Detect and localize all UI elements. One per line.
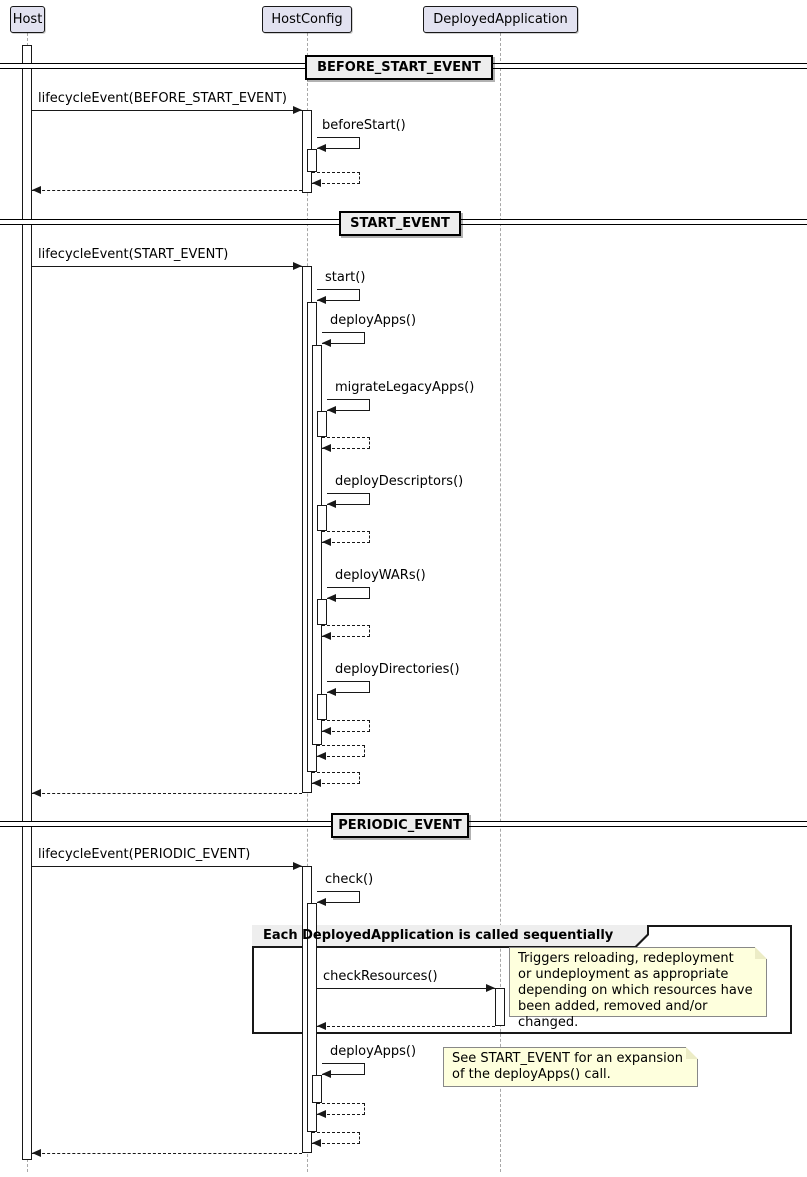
arrowhead-return-deployapps-periodic [317,1110,326,1118]
arrowhead-return-deploydirectories [322,727,331,735]
arrowhead-return-start [312,779,321,787]
return-line-before [32,190,302,191]
message-label-deployapps-periodic: deployApps() [330,1044,417,1059]
selfcall-deploywars [327,587,370,599]
activation-deployapps-periodic [312,1075,322,1103]
message-label-migratelegacyapps: migrateLegacyApps() [335,380,475,395]
message-line-lifecycle-start [32,266,302,267]
activation-host [22,45,32,1160]
message-label-deploydirectories: deployDirectories() [335,662,460,677]
activation-deploydirectories [317,694,327,720]
participant-host: Host [10,6,45,33]
activation-deploywars [317,599,327,625]
divider-before-start-event: BEFORE_START_EVENT [305,55,493,80]
message-label-deployapps: deployApps() [330,313,417,328]
selfreturn-deploywars [322,625,370,637]
arrowhead-beforestart [317,144,326,152]
arrowhead-lifecycle-start [293,262,302,270]
arrowhead-return-migratelegacyapps [322,444,331,452]
selfreturn-deployapps [317,745,365,757]
message-line-lifecycle-periodic [32,866,302,867]
activation-beforestart [307,149,317,172]
selfcall-beforestart [317,137,360,149]
message-label-check: check() [325,872,374,887]
arrowhead-return-checkresources [317,1022,326,1030]
selfreturn-beforestart [312,172,360,184]
activation-deploydescriptors [317,505,327,531]
selfcall-check [317,891,360,903]
activation-migratelegacyapps [317,411,327,437]
arrowhead-deployapps [322,339,331,347]
selfreturn-deploydirectories [322,720,370,732]
selfreturn-migratelegacyapps [322,437,370,449]
message-label-lifecycle-start: lifecycleEvent(START_EVENT) [38,247,229,262]
selfreturn-deploydescriptors [322,531,370,543]
arrowhead-check [317,898,326,906]
arrowhead-return-beforestart [312,179,321,187]
message-label-deploydescriptors: deployDescriptors() [335,474,464,489]
participant-deployedapplication: DeployedApplication [423,6,578,33]
arrowhead-deploydescriptors [327,500,336,508]
arrowhead-deployapps-periodic [322,1070,331,1078]
message-label-start: start() [325,270,366,285]
arrowhead-checkresources [486,984,495,992]
selfcall-deployapps [322,332,365,344]
selfcall-start [317,289,360,301]
arrowhead-deploydirectories [327,688,336,696]
arrowhead-return-deployapps [317,752,326,760]
selfcall-deployapps-periodic [322,1063,365,1075]
message-label-beforestart: beforeStart() [322,118,406,133]
divider-start-event: START_EVENT [339,211,461,236]
arrowhead-return-check [312,1139,321,1147]
message-line-checkresources [317,988,495,989]
arrowhead-return-periodic-host [32,1149,41,1157]
arrowhead-lifecycle-periodic [293,862,302,870]
arrowhead-return-start-host [32,789,41,797]
selfreturn-deployapps-periodic [317,1103,365,1115]
selfreturn-check [312,1132,360,1144]
note-deploy-apps: See START_EVENT for an expansion of the … [443,1047,698,1087]
selfcall-deploydirectories [327,681,370,693]
lifeline-deployedapplication [500,33,501,1172]
message-label-deploywars: deployWARs() [335,568,426,583]
return-line-periodic [32,1153,302,1154]
group-header [252,925,647,946]
return-line-start [32,793,302,794]
activation-check [307,903,317,1132]
selfcall-deploydescriptors [327,493,370,505]
participant-hostconfig: HostConfig [262,6,352,33]
selfreturn-start [312,772,360,784]
activation-deployedapplication [495,988,505,1026]
arrowhead-start [317,296,326,304]
arrowhead-return-before [32,186,41,194]
activation-deployapps [312,345,322,745]
message-label-checkresources: checkResources() [323,969,438,984]
note-check-resources: Triggers reloading, redeployment or unde… [509,947,767,1030]
message-line-lifecycle-before [32,110,302,111]
arrowhead-lifecycle-before [293,106,302,114]
group-label: Each DeployedApplication is called seque… [263,928,614,943]
arrowhead-return-deploydescriptors [322,538,331,546]
return-line-checkresources [317,1026,495,1027]
message-label-lifecycle-periodic: lifecycleEvent(PERIODIC_EVENT) [38,847,251,862]
divider-periodic-event: PERIODIC_EVENT [331,813,469,838]
message-label-lifecycle-before: lifecycleEvent(BEFORE_START_EVENT) [38,91,287,106]
arrowhead-migratelegacyapps [327,406,336,414]
arrowhead-return-deploywars [322,632,331,640]
selfcall-migratelegacyapps [327,399,370,411]
arrowhead-deploywars [327,594,336,602]
